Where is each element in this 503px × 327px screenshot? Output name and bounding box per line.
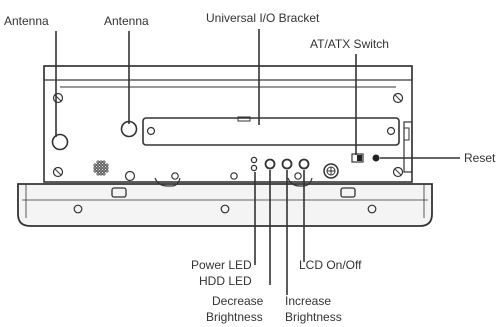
speaker-hole xyxy=(105,169,109,173)
chassis-screw-icon xyxy=(52,92,64,104)
speaker-hole xyxy=(102,163,106,167)
lcd-on-off-label: LCD On/Off xyxy=(299,258,362,272)
speaker-hole xyxy=(96,160,100,164)
speaker-hole xyxy=(99,169,103,173)
speaker-hole xyxy=(105,163,109,167)
increase-brightness-button[interactable] xyxy=(281,158,293,170)
speaker-hole xyxy=(99,166,103,170)
power-led-label: Power LED xyxy=(191,258,252,272)
io-bracket-label: Universal I/O Bracket xyxy=(206,11,320,25)
increase-brightness-label-2: Brightness xyxy=(285,310,342,324)
io-bracket xyxy=(142,116,400,146)
lcd-on-off-button[interactable] xyxy=(298,158,310,170)
hdd-led-label: HDD LED xyxy=(199,274,252,288)
front-bezel xyxy=(17,170,433,227)
at-atx-switch[interactable] xyxy=(351,153,364,163)
speaker-hole xyxy=(96,166,100,170)
reset-button[interactable] xyxy=(372,154,380,162)
speaker-hole xyxy=(105,166,109,170)
speaker-hole xyxy=(99,163,103,167)
chassis-screw-icon xyxy=(392,166,404,178)
at-atx-switch-label: AT/ATX Switch xyxy=(310,37,389,51)
reset-label: Reset xyxy=(464,151,496,165)
chassis-screw-icon xyxy=(52,166,64,178)
speaker-hole xyxy=(99,172,103,176)
speaker-hole xyxy=(93,166,97,170)
decrease-brightness-button[interactable] xyxy=(264,158,276,170)
speaker-hole xyxy=(96,172,100,176)
speaker-hole xyxy=(93,169,97,173)
speaker-hole xyxy=(93,163,97,167)
hdd-led xyxy=(250,164,258,172)
antenna-hole-1 xyxy=(51,133,69,151)
speaker-hole xyxy=(96,169,100,173)
decrease-brightness-label: Decrease xyxy=(212,294,264,308)
speaker-hole xyxy=(102,169,106,173)
ground-screw-icon xyxy=(323,163,339,179)
decrease-brightness-label-2: Brightness xyxy=(206,310,263,324)
speaker-grille-icon xyxy=(93,160,109,176)
antenna-label-1: Antenna xyxy=(4,14,49,28)
speaker-hole xyxy=(99,160,103,164)
chassis-screw-icon xyxy=(392,92,404,104)
speaker-hole xyxy=(102,172,106,176)
increase-brightness-label: Increase xyxy=(285,294,331,308)
speaker-hole xyxy=(102,160,106,164)
power-led xyxy=(250,156,258,164)
speaker-hole xyxy=(102,166,106,170)
antenna-label-2: Antenna xyxy=(104,14,149,28)
speaker-hole xyxy=(96,163,100,167)
